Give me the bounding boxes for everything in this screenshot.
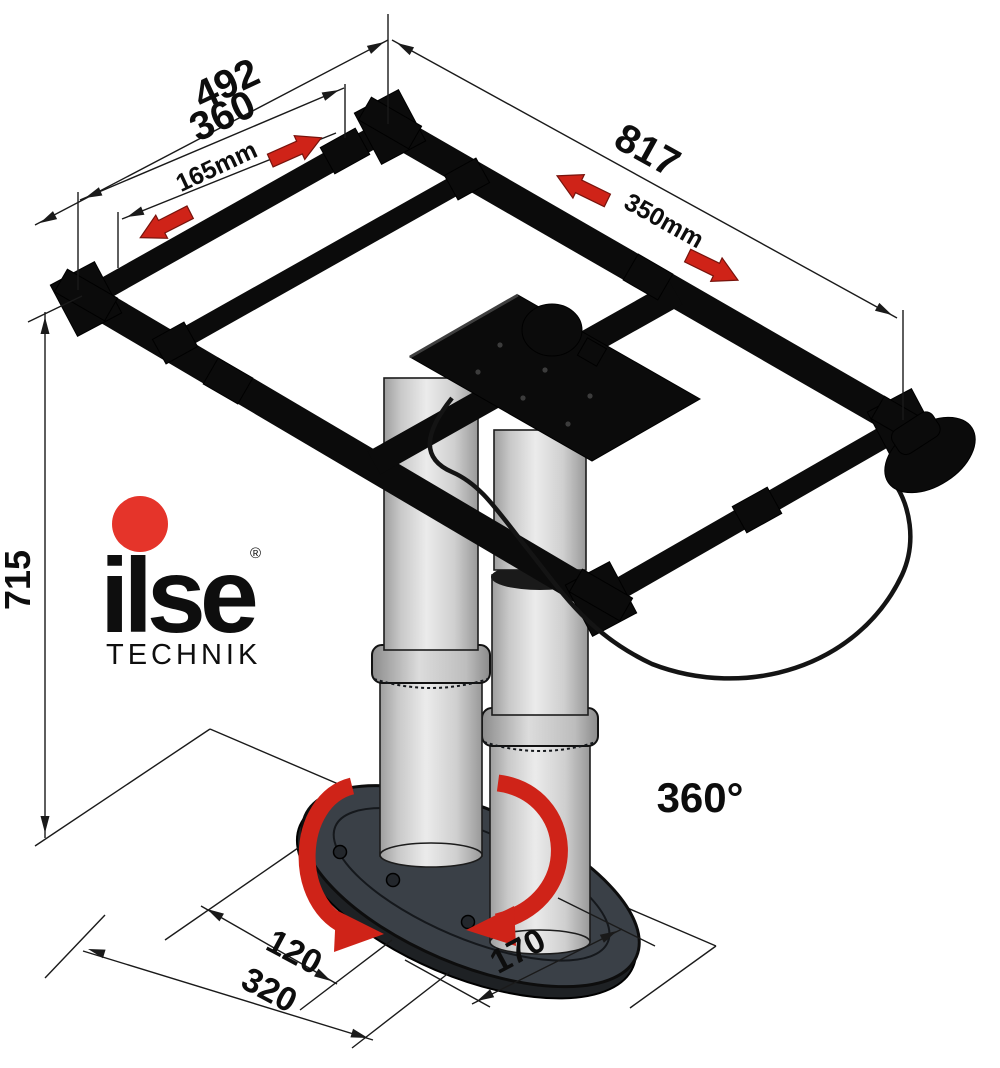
base-bolt bbox=[460, 914, 476, 930]
plate-bolt bbox=[542, 367, 548, 373]
logo-registered-mark: ® bbox=[250, 545, 261, 562]
extension-line bbox=[44, 914, 106, 979]
extension-line bbox=[27, 295, 83, 323]
base-bolt bbox=[385, 872, 401, 888]
rotation-arrow-right bbox=[494, 774, 568, 931]
corner-cap-north bbox=[353, 88, 427, 166]
extension-line bbox=[164, 847, 299, 941]
slider-bracket bbox=[151, 321, 199, 365]
logo-brand-text: ilse bbox=[100, 537, 256, 655]
power-cable bbox=[427, 396, 913, 681]
plate-bolt bbox=[520, 395, 526, 401]
front-column-collar-detail bbox=[373, 678, 489, 689]
dimension-715: 715 bbox=[0, 295, 83, 838]
floor-edge-lower-right bbox=[629, 945, 717, 1009]
motor-connector bbox=[576, 337, 608, 367]
slider-bracket bbox=[319, 127, 371, 175]
dimension-line bbox=[471, 928, 623, 1005]
remote-buttons bbox=[891, 411, 941, 456]
slider-bracket bbox=[443, 157, 491, 201]
floor-edge-upper-left bbox=[34, 728, 211, 847]
dimension-label-350mm: 350mm bbox=[619, 188, 708, 254]
slider-bracket bbox=[622, 253, 674, 301]
rotation-angle-label: 360° bbox=[657, 774, 744, 821]
dimension-165mm: 165mm bbox=[117, 125, 337, 268]
rotation-arrow-left-head bbox=[334, 910, 384, 952]
logo-dot-icon bbox=[112, 496, 168, 552]
front-column-lower-tube-bottom bbox=[379, 842, 483, 868]
rotation-annotation: 360° bbox=[298, 774, 744, 952]
corner-cap-west bbox=[49, 260, 123, 338]
rear-column bbox=[481, 429, 599, 955]
dimension-label-165mm: 165mm bbox=[172, 136, 262, 198]
remote-control bbox=[884, 411, 976, 494]
dimension-line bbox=[82, 950, 374, 1041]
rotation-arrow-right-head bbox=[466, 906, 516, 946]
rear-column-collar-detail bbox=[483, 741, 597, 752]
plate-bolt bbox=[565, 421, 571, 427]
plate-bolt bbox=[587, 393, 593, 399]
base-bolt bbox=[332, 844, 348, 860]
logo-subtitle-text: TECHNIK bbox=[106, 639, 261, 671]
slider-bracket bbox=[731, 486, 783, 534]
extension-line bbox=[404, 959, 491, 1008]
slider-bracket bbox=[202, 357, 254, 405]
dimension-label-715: 715 bbox=[0, 550, 38, 610]
dimension-line bbox=[79, 87, 345, 201]
mounting-plate-edge bbox=[409, 293, 519, 359]
dimension-line bbox=[391, 39, 898, 319]
extension-line bbox=[299, 939, 393, 1011]
motor-dome bbox=[521, 303, 583, 357]
plate-bolt bbox=[497, 342, 503, 348]
brand-logo: ilse ® TECHNIK bbox=[100, 496, 262, 671]
extension-line bbox=[557, 897, 656, 947]
rotation-arrow-left bbox=[298, 777, 355, 936]
slide-direction-arrow-left bbox=[550, 163, 614, 213]
dimension-label-817: 817 bbox=[607, 115, 687, 186]
dimension-line bbox=[200, 905, 338, 985]
plate-bolt bbox=[475, 369, 481, 375]
cross-slide-bar-front bbox=[165, 167, 477, 355]
front-column-lower-tube bbox=[379, 677, 483, 857]
extension-line bbox=[351, 971, 451, 1049]
